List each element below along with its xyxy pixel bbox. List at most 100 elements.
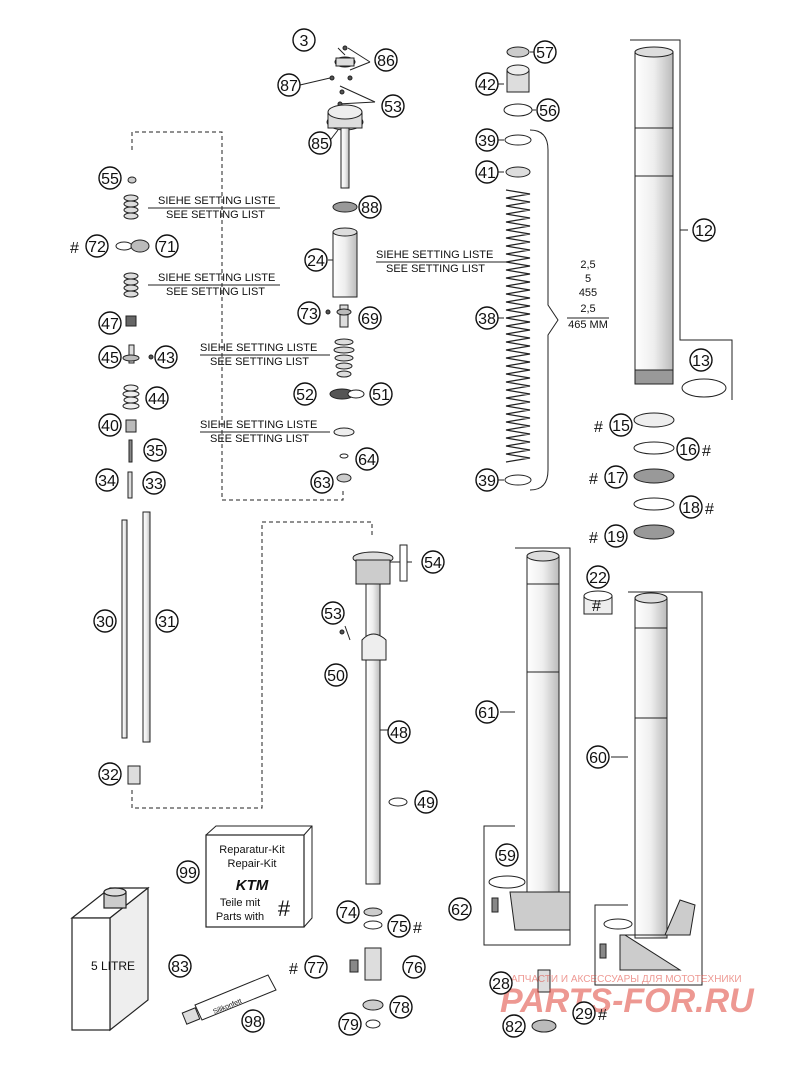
callout-circle [292,28,316,52]
kit-line-1: Reparatur-Kit [219,844,284,856]
callout-number: 78 [392,1000,410,1017]
callout-number: 98 [244,1014,262,1031]
callout-17: 17# [589,465,628,489]
callout-60: 60 [586,745,610,769]
callout-circle [475,468,499,492]
callout-circle [93,609,117,633]
callout-50: 50 [324,663,348,687]
ktm-logo: KTM [236,877,269,894]
callout-circle [155,234,179,258]
callout-16: 16# [676,437,711,461]
callout-circle [609,413,633,437]
callout-35: 35 [143,438,167,462]
spring-spec-line: 2,5 [580,259,595,271]
callout-circle [414,790,438,814]
callout-72: 72# [70,234,109,258]
inner-tube-left [488,550,571,931]
setting-note-de: SIEHE SETTING LISTE [376,249,493,261]
callout-number: 45 [101,350,119,367]
callout-circle [586,745,610,769]
callout-24: 24 [304,248,328,272]
callout-circle [604,524,628,548]
mid-valve-assembly [115,176,154,785]
repair-kit-text: Reparatur-Kit Repair-Kit KTM Teile mit P… [216,844,291,923]
spring-spec-line: 465 MM [568,319,608,331]
callout-circle [502,1014,526,1038]
callout-19: 19# [589,524,628,548]
callout-number: 29 [575,1006,593,1023]
callout-38: 38 [475,306,499,330]
callout-circle [304,955,328,979]
callout-59: 59 [495,843,519,867]
hash-mark: # [705,501,714,518]
callout-number: 69 [361,311,379,328]
callout-circle [143,438,167,462]
callout-75: 75# [387,914,422,938]
callout-number: 52 [296,387,314,404]
callout-circle [495,843,519,867]
hash-mark: # [702,443,711,460]
callout-39: 39 [475,468,499,492]
inner-tube-right [531,592,696,1033]
callout-circle [374,48,398,72]
callout-number: 55 [101,171,119,188]
callout-number: 54 [424,555,442,572]
setting-note-5: SIEHE SETTING LISTE SEE SETTING LIST [376,249,493,275]
callout-82: 82 [502,1014,526,1038]
callout-number: 41 [478,165,496,182]
callout-56: 56 [536,98,560,122]
callout-circle [85,234,109,258]
callout-number: 15 [612,418,630,435]
callout-45: 45 [98,345,122,369]
setting-note-en: SEE SETTING LIST [386,263,485,275]
callout-number: 34 [98,473,116,490]
callout-88: 88 [358,195,382,219]
setting-note-en: SEE SETTING LIST [166,286,265,298]
callout-circle [297,301,321,325]
repair-kit-box [205,825,313,928]
callout-circle [293,382,317,406]
callout-number: 77 [307,960,325,977]
callout-71: 71 [155,234,179,258]
callout-circle [533,40,557,64]
callout-number: 64 [358,452,376,469]
callout-circle [95,468,119,492]
callout-49: 49 [414,790,438,814]
callout-number: 33 [145,476,163,493]
callout-51: 51 [369,382,393,406]
callout-circle [168,954,192,978]
spring-spec: 2,5 5 455 2,5 465 MM [568,259,608,331]
callout-3: 3 [292,28,316,52]
callout-86: 86 [374,48,398,72]
callout-12: 12 [692,218,716,242]
callout-number: 51 [372,387,390,404]
callout-number: 43 [157,350,175,367]
callout-number: 53 [384,99,402,116]
callout-15: 15# [594,413,633,437]
callout-79: 79 [338,1012,362,1036]
callout-circle [475,160,499,184]
setting-note-1: SIEHE SETTING LISTE SEE SETTING LIST [158,195,275,221]
callout-circle [489,971,513,995]
callout-circle [241,1009,265,1033]
callout-62: 62 [448,897,472,921]
callout-number: 86 [377,53,395,70]
damper-cap-assembly [325,45,365,483]
callout-number: 75 [390,919,408,936]
callout-number: 24 [307,253,325,270]
kit-line-3: Teile mit [220,897,260,909]
callout-39: 39 [475,128,499,152]
callout-44: 44 [145,386,169,410]
inner-cartridge-tube [339,544,408,1029]
callout-circle [355,447,379,471]
callout-circle [176,860,200,884]
setting-note-en: SEE SETTING LIST [166,209,265,221]
callout-circle [98,345,122,369]
setting-note-de: SIEHE SETTING LISTE [158,195,275,207]
callout-number: 62 [451,902,469,919]
callout-circle [679,495,703,519]
callout-number: 3 [300,33,309,50]
spring-spec-line: 455 [579,287,597,299]
